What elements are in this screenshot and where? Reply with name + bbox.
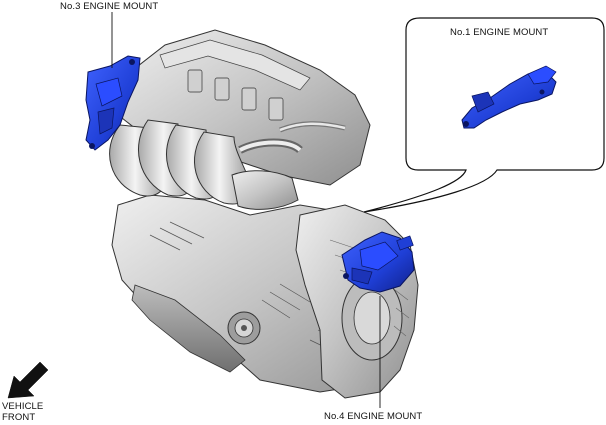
no4-engine-mount: [341, 231, 415, 293]
leader-lines: [111, 12, 381, 408]
intake-manifold: [109, 119, 303, 210]
vehicle-front-label-line2: FRONT: [2, 412, 36, 423]
no3-engine-mount: [85, 55, 141, 151]
no4-engine-mount-label: No.4 ENGINE MOUNT: [324, 411, 423, 422]
vehicle-front-arrow-icon: [7, 361, 49, 399]
no1-engine-mount: [461, 65, 557, 129]
vehicle-front-label-line1: VEHICLE: [2, 401, 44, 412]
no3-engine-mount-label: No.3 ENGINE MOUNT: [60, 1, 159, 12]
vehicle-front-label: VEHICLE FRONT: [2, 401, 62, 423]
no1-engine-mount-label: No.1 ENGINE MOUNT: [450, 27, 549, 38]
